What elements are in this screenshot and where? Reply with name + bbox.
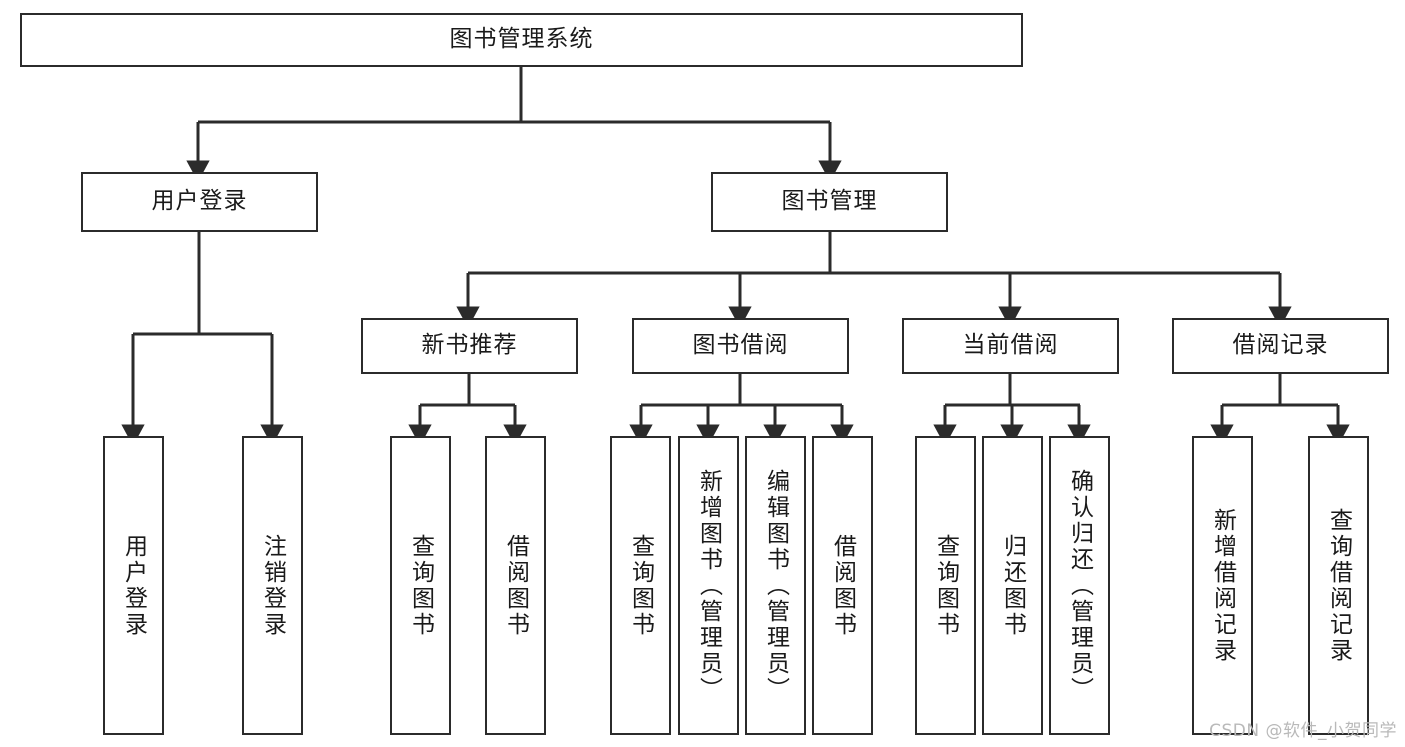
node-label: 借阅图书 <box>829 533 856 638</box>
node-label: 查询图书 <box>932 533 959 638</box>
node-new-book-recommend[interactable]: 新书推荐 <box>361 318 578 374</box>
node-user-login[interactable]: 用户登录 <box>81 172 318 232</box>
node-book-borrow[interactable]: 图书借阅 <box>632 318 849 374</box>
node-label: 借阅图书 <box>502 533 529 638</box>
node-label: 新增借阅记录 <box>1209 507 1236 664</box>
node-current-borrow[interactable]: 当前借阅 <box>902 318 1119 374</box>
node-label: 归还图书 <box>999 533 1026 638</box>
node-label: 借阅记录 <box>1232 332 1329 359</box>
node-label: 用户登录 <box>120 533 147 638</box>
node-borrow-record[interactable]: 借阅记录 <box>1172 318 1389 374</box>
node-label: 图书管理系统 <box>449 26 594 53</box>
leaf-return-book[interactable]: 归还图书 <box>982 436 1043 735</box>
node-book-management[interactable]: 图书管理 <box>711 172 948 232</box>
node-label: 编辑图书（管理员） <box>762 468 789 703</box>
csdn-watermark: CSDN @软件_小贺同学 <box>1209 721 1397 741</box>
node-label: 用户登录 <box>151 188 248 215</box>
leaf-borrow-book-recommend[interactable]: 借阅图书 <box>485 436 546 735</box>
node-root-system[interactable]: 图书管理系统 <box>20 13 1023 67</box>
node-label: 查询借阅记录 <box>1325 507 1352 664</box>
node-label: 查询图书 <box>627 533 654 638</box>
leaf-edit-book-admin[interactable]: 编辑图书（管理员） <box>745 436 806 735</box>
node-label: 新书推荐 <box>421 332 518 359</box>
node-label: 当前借阅 <box>962 332 1059 359</box>
leaf-confirm-return-admin[interactable]: 确认归还（管理员） <box>1049 436 1110 735</box>
leaf-add-borrow-record[interactable]: 新增借阅记录 <box>1192 436 1253 735</box>
leaf-borrow-book[interactable]: 借阅图书 <box>812 436 873 735</box>
leaf-query-borrow-record[interactable]: 查询借阅记录 <box>1308 436 1369 735</box>
leaf-query-book-current[interactable]: 查询图书 <box>915 436 976 735</box>
node-label: 新增图书（管理员） <box>695 468 722 703</box>
leaf-logout[interactable]: 注销登录 <box>242 436 303 735</box>
leaf-user-login[interactable]: 用户登录 <box>103 436 164 735</box>
node-label: 图书借阅 <box>692 332 789 359</box>
leaf-query-book-recommend[interactable]: 查询图书 <box>390 436 451 735</box>
node-label: 注销登录 <box>259 533 286 638</box>
node-label: 图书管理 <box>781 188 878 215</box>
node-label: 查询图书 <box>407 533 434 638</box>
leaf-query-book-borrow[interactable]: 查询图书 <box>610 436 671 735</box>
node-label: 确认归还（管理员） <box>1066 468 1093 703</box>
leaf-add-book-admin[interactable]: 新增图书（管理员） <box>678 436 739 735</box>
